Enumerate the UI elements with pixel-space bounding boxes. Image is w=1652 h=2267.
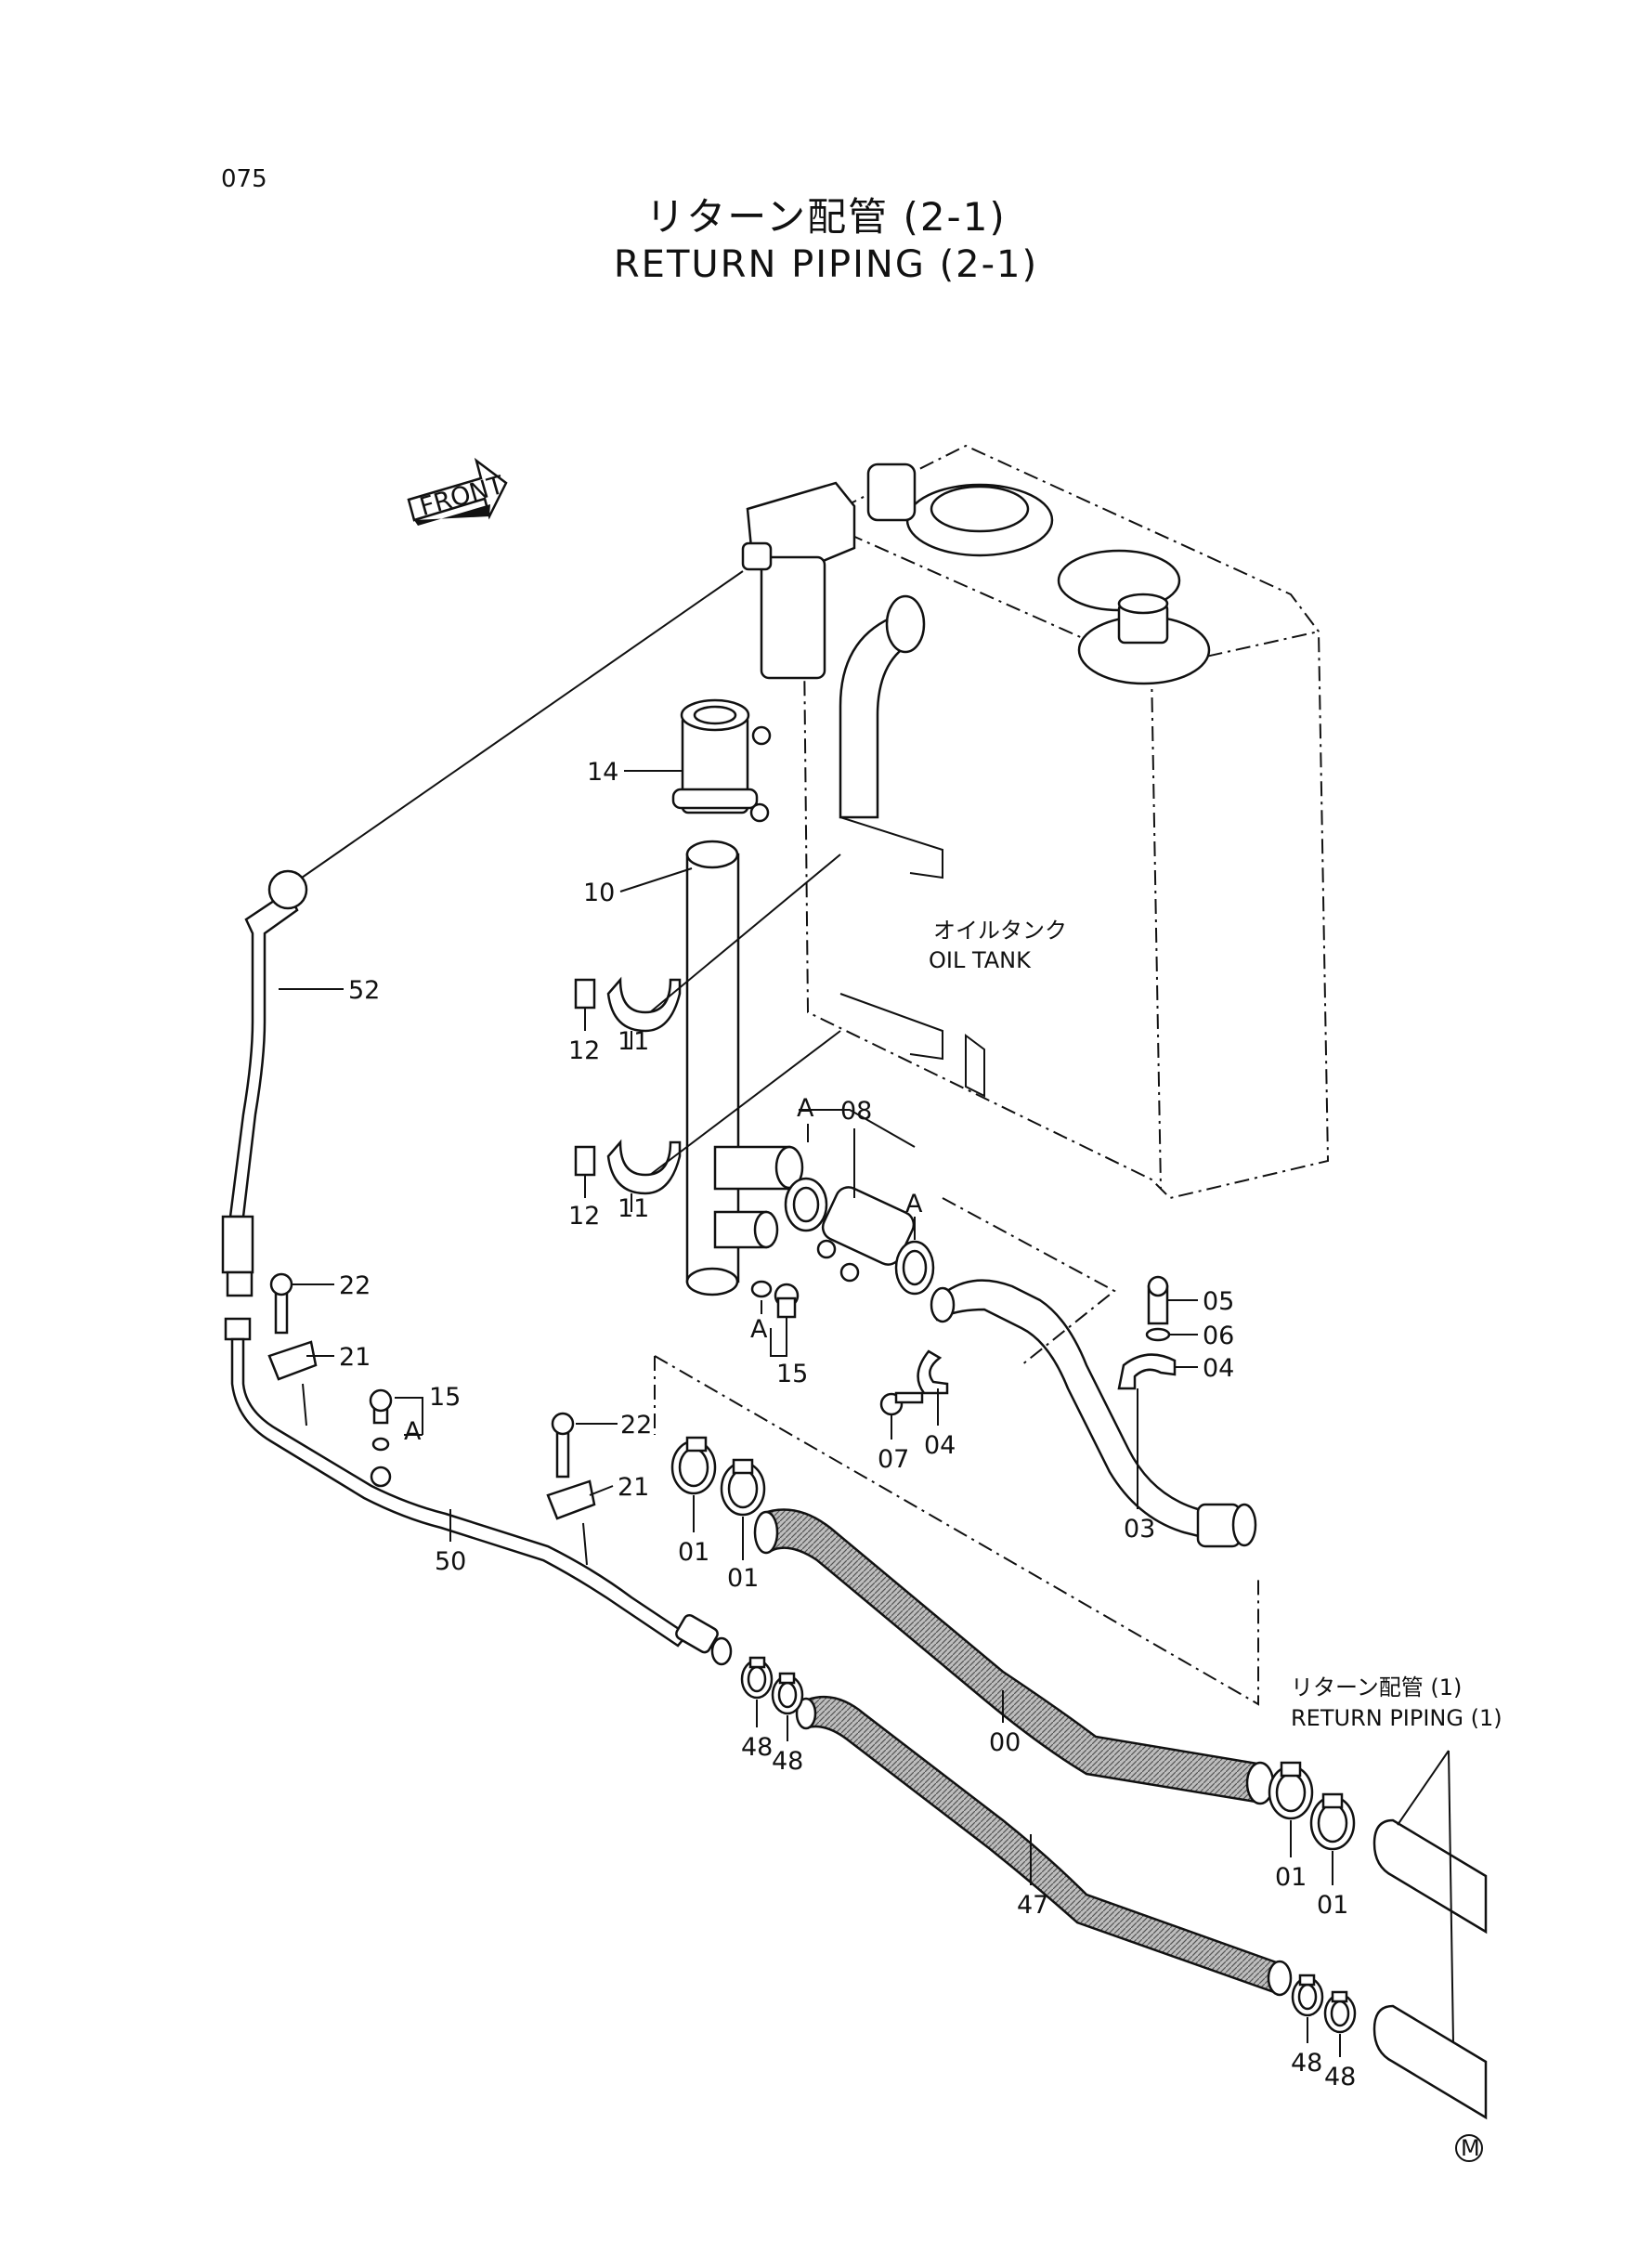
marker-letter: M — [1461, 2135, 1480, 2161]
return-piping-ref-en: RETURN PIPING (1) — [1291, 1705, 1502, 1731]
clamp-21-right — [546, 1412, 596, 1566]
oil-tank-label-jp: オイルタンク — [933, 918, 1067, 944]
pipe-50 — [224, 1317, 733, 1666]
part-label-52: 52 — [348, 976, 380, 1005]
hose-00 — [753, 1508, 1275, 1805]
coupling-14 — [671, 698, 772, 823]
hose-clamp-48-c — [1291, 1974, 1324, 2017]
hose-47 — [795, 1695, 1293, 1997]
hose-clamp-48-b — [771, 1672, 804, 1715]
leader-lines — [279, 770, 1341, 2057]
hose-clamp-48-d — [1323, 1990, 1357, 2034]
hose-clamp-01-c — [1268, 1761, 1314, 1820]
part-label-48-d: 48 — [1324, 2063, 1356, 2091]
part-label-21-left: 21 — [339, 1343, 371, 1372]
hose-52 — [221, 570, 744, 1297]
pipe-03 — [930, 1279, 1257, 1548]
hose-clamp-01-b — [720, 1458, 766, 1517]
clamp-04-right — [1117, 1275, 1177, 1390]
part-label-10: 10 — [583, 879, 615, 907]
page-number: 075 — [221, 165, 267, 193]
part-label-48-a: 48 — [741, 1733, 773, 1762]
bolt-15 — [369, 1388, 423, 1452]
circled-m-marker: M — [1455, 2134, 1483, 2162]
part-label-06: 06 — [1203, 1322, 1234, 1350]
part-label-04-left: 04 — [924, 1431, 956, 1460]
part-label-03: 03 — [1124, 1515, 1155, 1544]
pipe-clamp-11-upper — [574, 976, 682, 1033]
part-label-A-4: A — [404, 1417, 422, 1446]
return-piping-1-stubs — [1372, 1750, 1488, 2120]
part-label-04-right: 04 — [1203, 1354, 1234, 1383]
part-label-12-upper: 12 — [568, 1036, 600, 1065]
part-label-22-right: 22 — [620, 1411, 652, 1440]
part-label-14: 14 — [587, 758, 618, 787]
part-label-01-c: 01 — [1275, 1863, 1307, 1892]
part-label-01-b: 01 — [727, 1564, 759, 1593]
hose-clamp-48-a — [740, 1656, 774, 1700]
part-label-A-1: A — [797, 1094, 814, 1123]
part-label-11-lower: 11 — [618, 1194, 649, 1223]
hose-clamp-01-a — [670, 1436, 717, 1495]
part-label-05: 05 — [1203, 1287, 1234, 1316]
part-label-48-b: 48 — [772, 1747, 803, 1776]
part-label-A-3: A — [750, 1315, 768, 1344]
part-label-01-a: 01 — [678, 1538, 709, 1567]
part-label-15-left: 15 — [429, 1383, 461, 1412]
pipe-clamp-11-lower — [574, 1139, 682, 1195]
front-arrow-icon: FRONT — [407, 457, 508, 526]
part-label-48-c: 48 — [1291, 2049, 1322, 2078]
return-pipe-10 — [685, 840, 804, 1296]
part-label-21-right: 21 — [618, 1473, 649, 1502]
page-title-en: RETURN PIPING (2-1) — [613, 243, 1039, 286]
hose-08-assembly — [784, 1109, 935, 1296]
plug-15 — [750, 1280, 800, 1357]
page-title-jp: リターン配管 (2-1) — [645, 194, 1007, 240]
part-label-07: 07 — [878, 1445, 909, 1474]
part-label-08: 08 — [840, 1097, 872, 1126]
part-label-12-lower: 12 — [568, 1202, 600, 1231]
part-label-01-d: 01 — [1317, 1891, 1348, 1920]
return-piping-ref-jp: リターン配管 (1) — [1291, 1674, 1462, 1700]
hose-clamp-01-d — [1309, 1792, 1356, 1851]
oil-tank-label-en: OIL TANK — [929, 947, 1032, 973]
part-label-47: 47 — [1017, 1891, 1048, 1920]
part-label-22-left: 22 — [339, 1271, 371, 1300]
part-label-15-right: 15 — [776, 1360, 808, 1388]
clamp-21-left — [267, 1272, 318, 1427]
part-label-00: 00 — [989, 1728, 1021, 1757]
part-label-A-2: A — [905, 1190, 923, 1218]
part-label-11-upper: 11 — [618, 1027, 649, 1056]
oil-tank: オイルタンク OIL TANK — [741, 444, 1330, 1200]
part-label-50: 50 — [435, 1547, 466, 1576]
